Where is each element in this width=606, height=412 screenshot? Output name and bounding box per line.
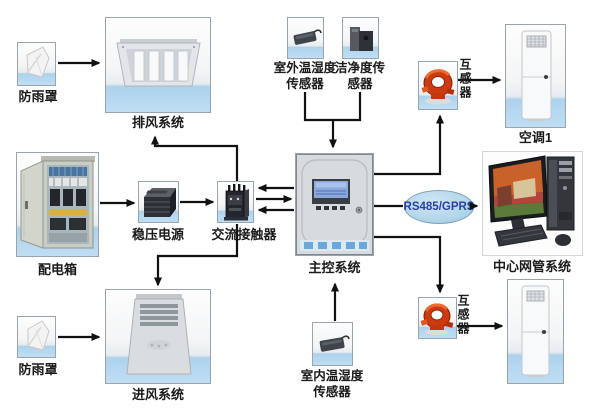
ct-top-label: 互感器 bbox=[458, 58, 472, 100]
voltage-regulator-label: 稳压电源 bbox=[131, 227, 184, 242]
current-transformer-icon bbox=[421, 69, 455, 105]
rain-cover-bottom-image bbox=[17, 316, 56, 358]
current-transformer-icon bbox=[420, 303, 454, 335]
cleanliness-sensor-image bbox=[342, 17, 379, 59]
ct-top-image bbox=[418, 61, 458, 110]
network-center-label: 中心网管系统 bbox=[492, 259, 571, 274]
main-control-label: 主控系统 bbox=[308, 260, 361, 275]
outdoor-sensor-icon bbox=[293, 29, 322, 45]
outdoor-sensor-image bbox=[287, 17, 324, 59]
rain-cover-icon bbox=[27, 320, 50, 351]
voltage-regulator-icon bbox=[144, 188, 176, 217]
cleanliness-sensor-label: 洁净度传 感器 bbox=[334, 61, 385, 91]
comm-link-node: RS485/GPRS bbox=[404, 190, 474, 224]
intake-system-label: 进风系统 bbox=[131, 387, 184, 402]
indoor-sensor-icon bbox=[319, 335, 350, 352]
air-conditioner-icon bbox=[521, 285, 550, 378]
rain-cover-top-image bbox=[17, 42, 56, 86]
comm-link-label: RS485/GPRS bbox=[403, 201, 475, 213]
indoor-sensor-image bbox=[312, 322, 353, 366]
main-control-image bbox=[295, 153, 374, 256]
ct-bottom-image bbox=[418, 297, 457, 339]
distribution-box-label: 配电箱 bbox=[37, 262, 77, 277]
rain-cover-bottom-label: 防雨罩 bbox=[18, 362, 58, 377]
rain-cover-top-label: 防雨罩 bbox=[18, 89, 58, 104]
air-conditioner-2-image bbox=[507, 279, 564, 384]
cleanliness-sensor-icon bbox=[350, 27, 373, 51]
network-center-image bbox=[482, 151, 583, 256]
exhaust-system-image bbox=[105, 17, 211, 113]
exhaust-system-label: 排风系统 bbox=[131, 115, 184, 130]
air-conditioner-1-image bbox=[505, 24, 566, 128]
intake-unit-icon bbox=[126, 294, 192, 375]
distribution-cabinet-icon bbox=[20, 156, 95, 249]
ac-contactor-image bbox=[217, 181, 254, 223]
air-conditioner-1-label: 空调1 bbox=[518, 130, 553, 145]
indoor-sensor-label: 室内温湿度 传感器 bbox=[300, 369, 364, 399]
computer-icon bbox=[488, 155, 575, 247]
outdoor-sensor-label: 室外温湿度 传感器 bbox=[273, 61, 337, 91]
exhaust-fan-icon bbox=[116, 39, 201, 87]
ct-bottom-label: 互感器 bbox=[456, 294, 470, 336]
ac-contactor-label: 交流接触器 bbox=[211, 227, 277, 242]
rain-cover-icon bbox=[26, 46, 50, 78]
air-conditioner-icon bbox=[521, 30, 552, 122]
intake-system-image bbox=[105, 289, 211, 384]
ac-contactor-icon bbox=[224, 184, 249, 221]
distribution-box-image bbox=[16, 152, 99, 257]
main-controller-icon bbox=[296, 154, 373, 255]
voltage-regulator-image bbox=[138, 181, 179, 223]
